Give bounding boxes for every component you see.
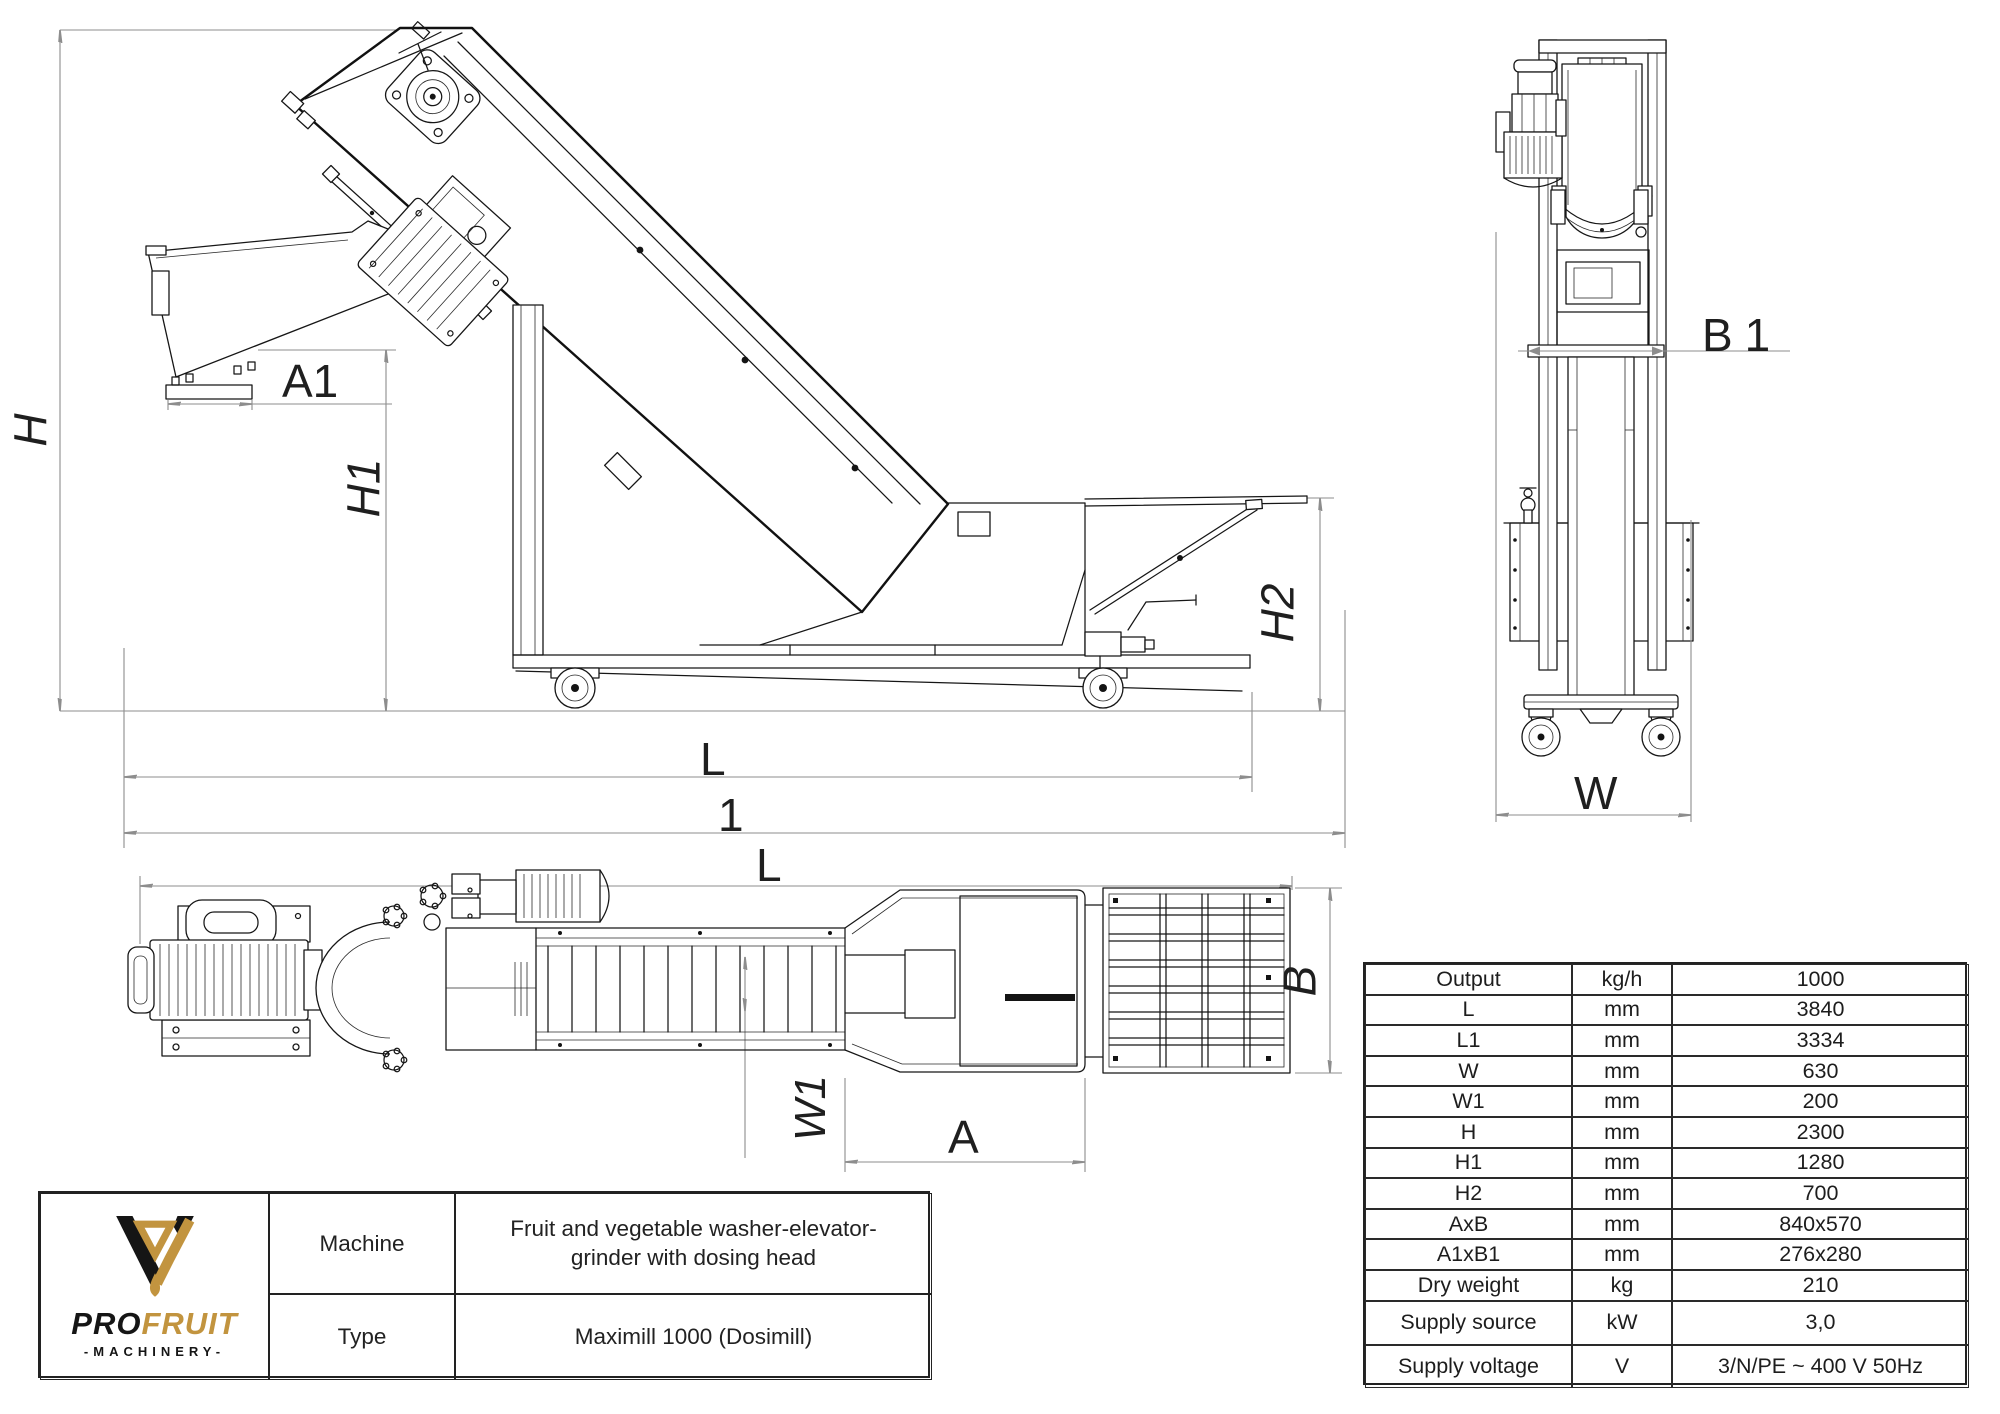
dim-label-l: L bbox=[700, 733, 726, 785]
spec-value: 3840 bbox=[1672, 994, 1969, 1026]
logo: PROFRUIT -MACHINERY- bbox=[40, 1193, 269, 1380]
spec-label: A1xB1 bbox=[1365, 1239, 1572, 1270]
spec-label: Dry weight bbox=[1365, 1269, 1572, 1301]
rear-caster bbox=[1082, 667, 1124, 709]
spec-value: 1280 bbox=[1672, 1147, 1969, 1179]
type-value-cell: Maximill 1000 (Dosimill) bbox=[455, 1294, 932, 1380]
logo-machinery: -MACHINERY- bbox=[83, 1344, 226, 1359]
spec-unit: mm bbox=[1572, 1208, 1672, 1240]
dim-label-a1: A1 bbox=[282, 355, 339, 407]
spec-unit: V bbox=[1572, 1344, 1672, 1388]
discharge-shelf bbox=[1084, 495, 1308, 615]
front-leg bbox=[512, 304, 544, 656]
spec-label: AxB bbox=[1365, 1208, 1572, 1240]
logo-pro: PRO bbox=[71, 1306, 142, 1341]
spec-unit: mm bbox=[1572, 1147, 1672, 1179]
front-pedestal bbox=[1567, 356, 1635, 698]
spec-value: 276x280 bbox=[1672, 1239, 1969, 1270]
front-mid-frame bbox=[1556, 249, 1650, 346]
type-label-cell: Type bbox=[269, 1294, 455, 1380]
clamp-knobs bbox=[382, 903, 408, 1073]
head-base-bolts bbox=[171, 361, 256, 386]
machine-info-table: PROFRUIT -MACHINERY- Machine Fruit and v… bbox=[38, 1191, 932, 1380]
grinder-bell bbox=[315, 921, 391, 1055]
machine-value: Fruit and vegetable washer-elevator-grin… bbox=[510, 1216, 877, 1270]
spec-label: Supply source bbox=[1365, 1300, 1572, 1345]
spec-value: 200 bbox=[1672, 1086, 1969, 1117]
spec-label: H1 bbox=[1365, 1147, 1572, 1179]
elevator-motor bbox=[357, 175, 512, 347]
front-motor bbox=[1495, 59, 1567, 188]
spec-unit: kW bbox=[1572, 1300, 1672, 1345]
spec-unit: mm bbox=[1572, 1178, 1672, 1209]
logo-fruit: FRUIT bbox=[141, 1306, 238, 1341]
spec-value: 840x570 bbox=[1672, 1208, 1969, 1240]
carry-handle bbox=[185, 899, 277, 947]
washer-tub bbox=[699, 502, 1086, 656]
spec-unit: mm bbox=[1572, 1025, 1672, 1056]
front-view-dimension-lines bbox=[1495, 232, 1692, 822]
base-frame bbox=[512, 654, 1251, 692]
wash-basket-plan bbox=[1102, 887, 1291, 1074]
grinder-head-plan bbox=[127, 899, 537, 1073]
spec-label: W1 bbox=[1365, 1086, 1572, 1117]
spec-label: Supply voltage bbox=[1365, 1344, 1572, 1388]
spec-unit: mm bbox=[1572, 1055, 1672, 1087]
specification-table: Output kg/h 1000 L mm 3840 L1 mm 3334 W … bbox=[1363, 962, 1969, 1388]
spec-value: 2300 bbox=[1672, 1116, 1969, 1148]
dim-label-b1: B1 bbox=[1702, 309, 1783, 361]
dim-label-b: B bbox=[1273, 965, 1326, 997]
head-base-plate bbox=[165, 384, 253, 400]
spec-value: 630 bbox=[1672, 1055, 1969, 1087]
spec-value: 1000 bbox=[1672, 964, 1969, 995]
spec-value: 3/N/PE ~ 400 V 50Hz bbox=[1672, 1344, 1969, 1388]
spec-label: L1 bbox=[1365, 1025, 1572, 1056]
conveyor-plan bbox=[535, 927, 846, 1051]
spec-label: L bbox=[1365, 994, 1572, 1026]
front-view-drawing bbox=[1495, 39, 1790, 822]
elevator-top-flange bbox=[384, 21, 481, 145]
side-view-dimension-lines bbox=[60, 29, 1346, 848]
spec-value: 3,0 bbox=[1672, 1300, 1969, 1345]
spec-value: 3334 bbox=[1672, 1025, 1969, 1056]
side-view-drawing bbox=[60, 21, 1346, 848]
spec-value: 700 bbox=[1672, 1178, 1969, 1209]
spec-label: W bbox=[1365, 1055, 1572, 1087]
spec-label: Output bbox=[1365, 964, 1572, 995]
spec-unit: mm bbox=[1572, 994, 1672, 1026]
washer-housing-plan bbox=[844, 889, 1104, 1073]
elevator-body bbox=[293, 26, 950, 614]
spec-label: H2 bbox=[1365, 1178, 1572, 1209]
spec-unit: mm bbox=[1572, 1116, 1672, 1148]
spec-label: H bbox=[1365, 1116, 1572, 1148]
spec-unit: mm bbox=[1572, 1086, 1672, 1117]
drain-valve bbox=[1084, 594, 1197, 669]
top-view-dimension-lines bbox=[139, 876, 1342, 1172]
logo-wordmark: PROFRUIT bbox=[71, 1308, 237, 1339]
front-caster bbox=[554, 667, 596, 709]
spec-value: 210 bbox=[1672, 1269, 1969, 1301]
spec-unit: mm bbox=[1572, 1239, 1672, 1270]
grinder-motor-plan bbox=[149, 939, 309, 1021]
top-view-drawing bbox=[127, 869, 1342, 1172]
machine-value-cell: Fruit and vegetable washer-elevator-grin… bbox=[455, 1193, 932, 1294]
spec-unit: kg/h bbox=[1572, 964, 1672, 995]
front-base bbox=[1521, 694, 1681, 757]
dim-label-w1: W1 bbox=[786, 1075, 835, 1141]
dim-label-h1: H1 bbox=[337, 458, 390, 518]
conveyor-drive-plan bbox=[419, 869, 610, 931]
dim-label-h2: H2 bbox=[1251, 583, 1304, 643]
dim-label-l1: 1 bbox=[718, 789, 744, 841]
spec-unit: kg bbox=[1572, 1269, 1672, 1301]
profruit-logo-mark bbox=[115, 1216, 194, 1297]
machine-label-cell: Machine bbox=[269, 1193, 455, 1294]
dim-label-w: W bbox=[1574, 767, 1618, 819]
dim-label-a: A bbox=[948, 1111, 979, 1163]
dim-label-top-l: L bbox=[756, 839, 782, 891]
dim-label-h: H bbox=[4, 413, 57, 447]
perforated-plate bbox=[959, 895, 1078, 1067]
